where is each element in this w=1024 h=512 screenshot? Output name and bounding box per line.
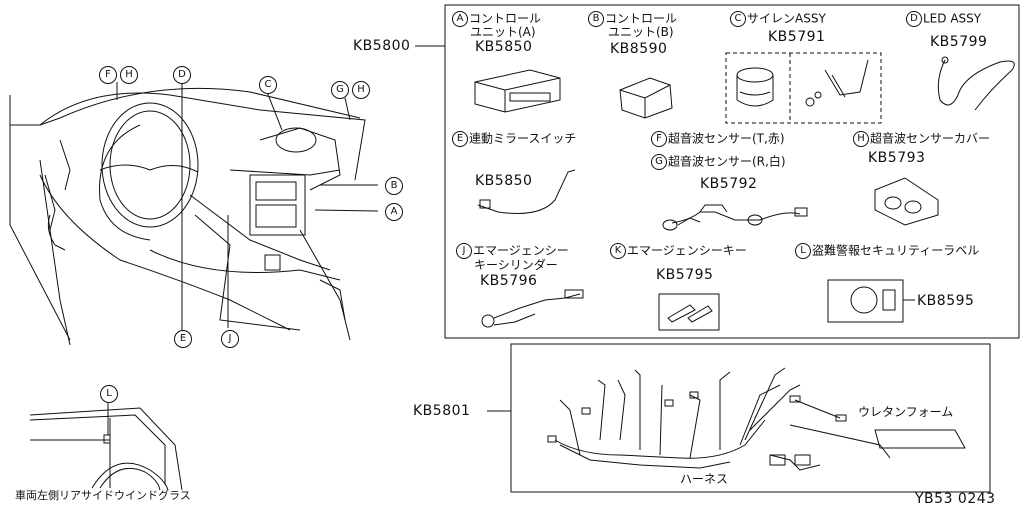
part-b-code: KB8590 (610, 41, 668, 57)
sensor-cover-drawing (874, 177, 939, 226)
harness-label: ハーネス (680, 472, 729, 486)
part-a-marker: A (452, 11, 468, 27)
footer-code: YB53 0243 (915, 491, 996, 507)
control-unit-a-drawing (474, 69, 561, 113)
siren-drawing (725, 52, 882, 124)
rear-window-illustration (29, 403, 183, 491)
security-label-drawing (827, 279, 915, 323)
control-unit-b-drawing (619, 77, 673, 119)
emergency-key-drawing (658, 293, 720, 331)
part-c-marker: C (730, 11, 746, 27)
led-assy-drawing (937, 56, 1015, 111)
urethane-foam-label: ウレタンフォーム (858, 405, 954, 419)
part-l-marker: L (795, 243, 811, 259)
callout-c: C (259, 76, 277, 94)
window-caption: 車両左側リアサイドウインドグラス (15, 489, 191, 502)
part-k-marker: K (610, 243, 626, 259)
callout-f: F (99, 66, 117, 84)
part-h-code: KB5793 (868, 150, 926, 166)
part-l-code: KB8595 (917, 293, 975, 309)
callout-h2: H (352, 81, 370, 99)
part-g-code: KB5792 (700, 176, 758, 192)
part-b-marker: B (588, 11, 604, 27)
part-j-label-line2: キーシリンダー (474, 258, 558, 272)
harness-kit-code: KB5801 (413, 403, 471, 419)
part-j-code: KB5796 (480, 273, 538, 289)
part-h-marker: H (853, 131, 869, 147)
callout-g: G (331, 81, 349, 99)
part-k-code: KB5795 (656, 267, 714, 283)
callout-d: D (173, 66, 191, 84)
part-d-code: KB5799 (930, 34, 988, 50)
callout-h: H (120, 66, 138, 84)
part-f-marker: F (651, 131, 667, 147)
harness-box-border (510, 343, 991, 493)
ultrasonic-sensor-drawing (662, 204, 808, 231)
key-cylinder-drawing (481, 289, 584, 328)
part-j-marker: J (456, 243, 472, 259)
callout-b: B (385, 177, 403, 195)
part-g-marker: G (651, 154, 667, 170)
part-e-code: KB5850 (475, 173, 533, 189)
callout-a: A (385, 203, 403, 221)
part-a-label-line2: ユニット(A) (470, 25, 536, 39)
part-b-label-line2: ユニット(B) (608, 25, 674, 39)
parts-box-border (444, 4, 1020, 339)
part-a-code: KB5850 (475, 39, 533, 55)
harness-drawing (547, 367, 966, 471)
dashboard-illustration (9, 87, 366, 346)
callout-e: E (174, 330, 192, 348)
part-c-code: KB5791 (768, 29, 826, 45)
part-e-marker: E (452, 131, 468, 147)
main-kit-code: KB5800 (353, 38, 411, 54)
callout-j: J (221, 330, 239, 348)
part-d-marker: D (906, 11, 922, 27)
callout-l: L (100, 385, 118, 403)
mirror-switch-drawing (477, 169, 576, 214)
